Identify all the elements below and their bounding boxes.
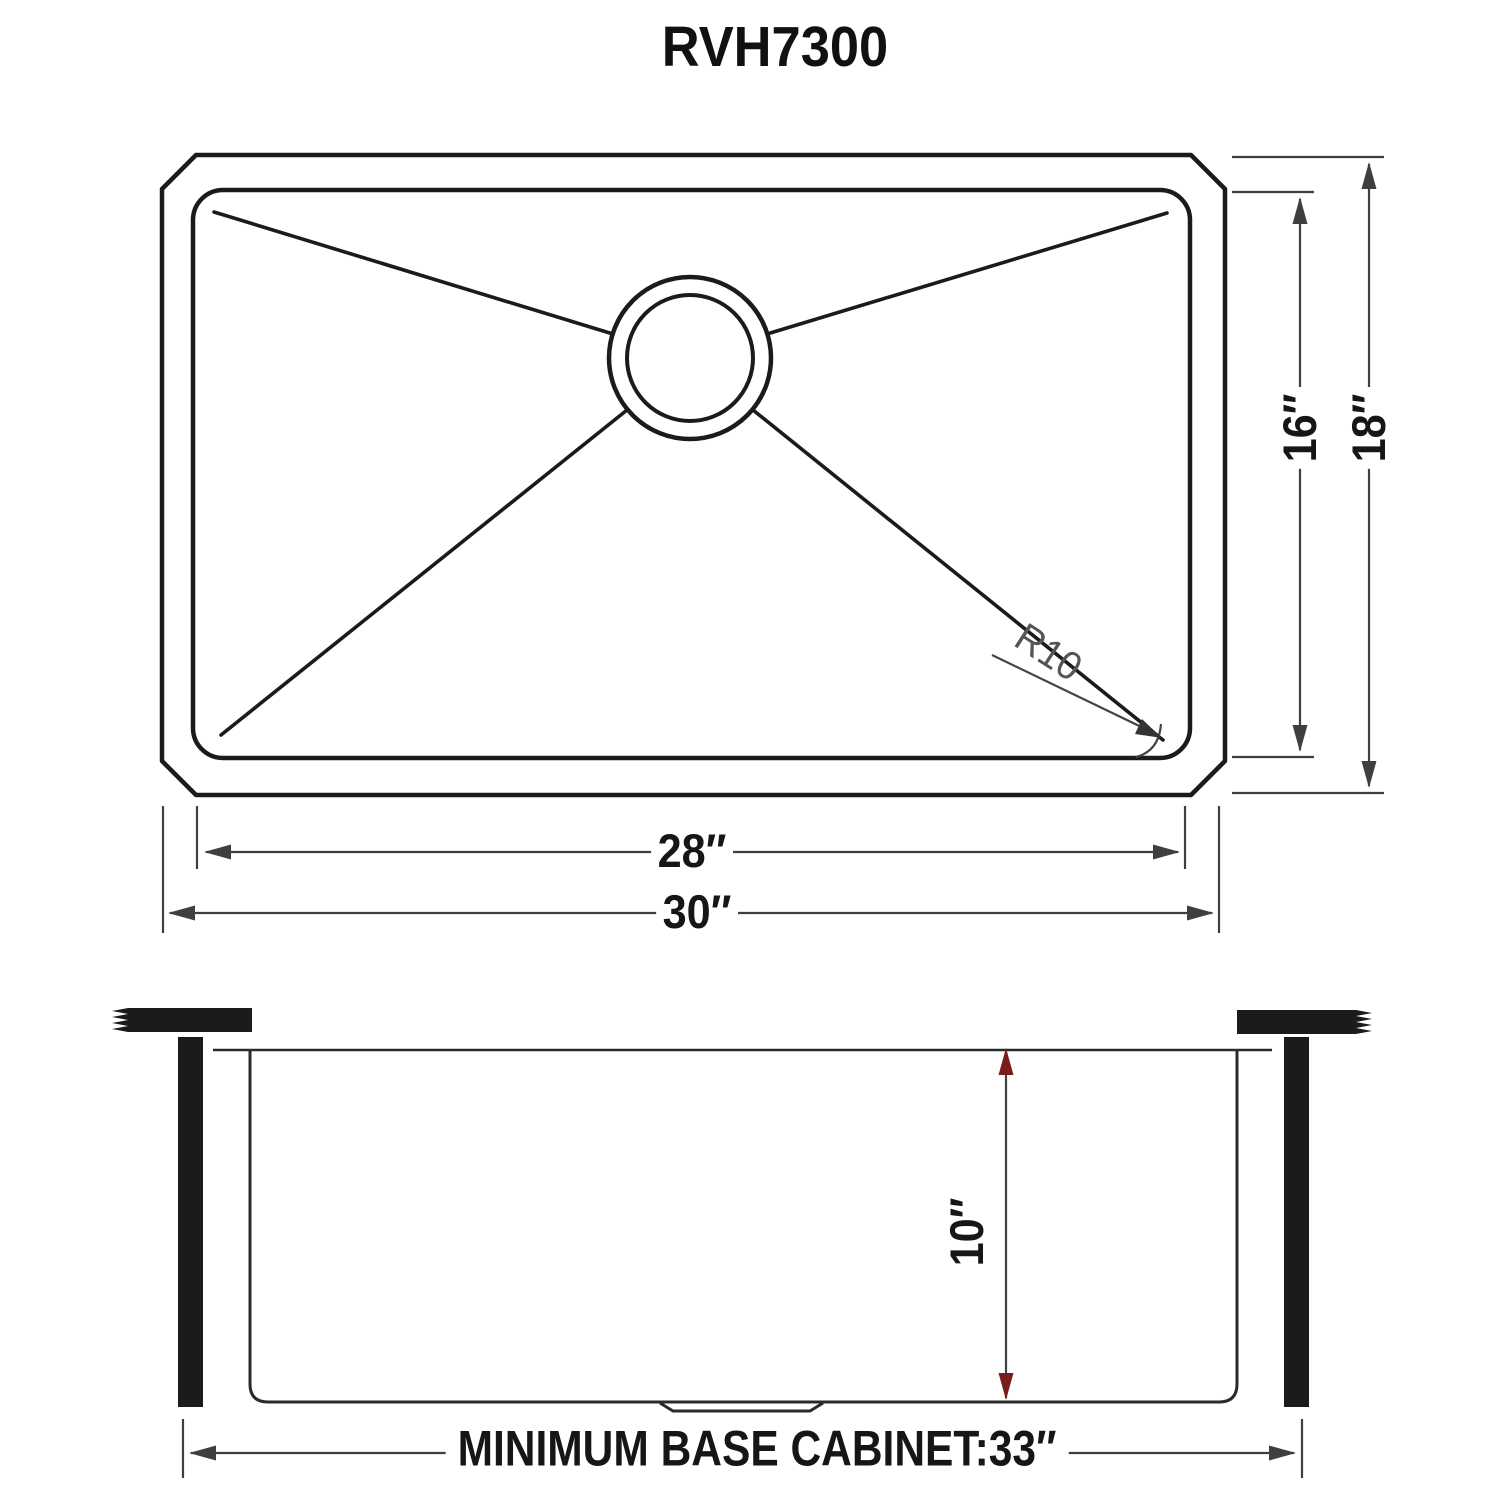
dim-label-28in: 28″	[651, 827, 733, 875]
countertop-right	[1237, 1010, 1372, 1034]
arrow-16-down	[1292, 725, 1308, 752]
side-view	[112, 1008, 1372, 1413]
corner-arc-mark	[1135, 723, 1163, 759]
arrow-30-right	[1187, 905, 1214, 921]
arrow-10-down	[998, 1373, 1014, 1400]
side-dimension-lines	[181, 1050, 1304, 1478]
arrow-10-up	[998, 1048, 1014, 1075]
dim-label-10in: 10″	[940, 1197, 994, 1267]
dimension-lines	[161, 155, 1384, 933]
radius-leader-line	[991, 654, 1159, 736]
drain-line-top-right	[765, 211, 1169, 336]
drain-recess	[659, 1401, 824, 1413]
bowl-cross-section	[248, 1050, 1239, 1404]
dim-label-16in: 16″	[1273, 387, 1326, 469]
arrow-16-up	[1292, 197, 1308, 224]
arrow-cabinet-left	[189, 1445, 216, 1461]
model-number-title: RVH7300	[661, 15, 889, 79]
drain-circle-outer	[606, 274, 774, 442]
dim-label-30in: 30″	[656, 888, 738, 936]
countertop-left	[112, 1008, 252, 1032]
base-cabinet-label: MINIMUM BASE CABINET:33″	[445, 1423, 1069, 1475]
arrow-18-up	[1361, 162, 1377, 189]
cabinet-wall-right	[1284, 1037, 1309, 1407]
bowl-rim	[190, 187, 1193, 761]
arrow-30-left	[168, 905, 195, 921]
cabinet-wall-left	[178, 1037, 203, 1407]
arrow-28-right	[1153, 844, 1180, 860]
drain-line-bottom-left	[219, 408, 629, 737]
dim-label-18in: 18″	[1342, 387, 1395, 469]
dimension-arrowheads	[168, 162, 1377, 921]
radius-leader-arrowhead	[1135, 719, 1162, 738]
arrow-cabinet-right	[1269, 1445, 1296, 1461]
drain-circle-inner	[625, 293, 755, 423]
outer-rim	[159, 152, 1228, 798]
arrow-28-left	[204, 844, 231, 860]
radius-leader	[991, 654, 1163, 759]
arrow-18-down	[1361, 761, 1377, 788]
side-dimension-arrowheads	[189, 1048, 1296, 1461]
top-view	[159, 152, 1228, 798]
drain-line-top-left	[212, 210, 615, 336]
drain-line-bottom-right	[751, 408, 1165, 742]
